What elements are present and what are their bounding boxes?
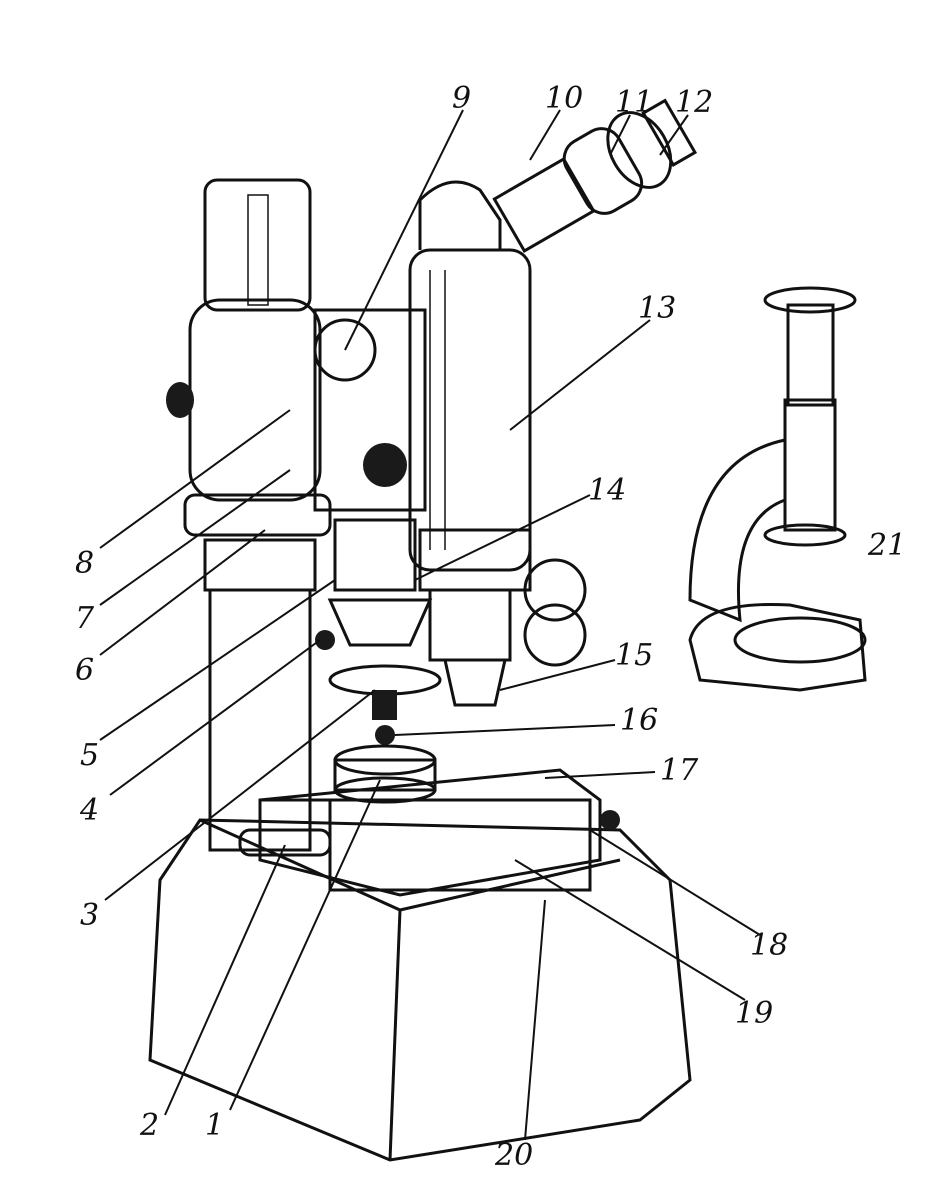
- callout-8: 8: [75, 546, 94, 581]
- callout-16: 16: [620, 703, 658, 738]
- callout-21: 21: [867, 528, 906, 563]
- callout-7: 7: [75, 601, 95, 636]
- callout-20: 20: [494, 1138, 533, 1173]
- callout-19: 19: [735, 996, 773, 1031]
- illuminator: [315, 518, 442, 745]
- callout-3: 3: [80, 898, 99, 933]
- callout-5: 5: [80, 738, 99, 773]
- callout-4: 4: [79, 793, 99, 828]
- callout-18: 18: [750, 928, 788, 963]
- callout-14: 14: [588, 473, 626, 508]
- callout-2: 1: [205, 1108, 224, 1143]
- callout-9: 9: [452, 81, 471, 116]
- callout-1: 2: [139, 1108, 159, 1143]
- aux-stand: [688, 286, 867, 692]
- callout-6: 6: [75, 653, 94, 688]
- optical-tube: [408, 98, 698, 707]
- callout-12: 12: [675, 85, 713, 120]
- callout-10: 10: [545, 81, 583, 116]
- callout-13: 13: [638, 291, 676, 326]
- leader-lines: [99, 109, 761, 1141]
- stage: [238, 744, 620, 897]
- callout-11: 11: [615, 85, 653, 120]
- callout-labels: 2 1 3 4 5 6 7 8 9 10 11 12 13 14 15 16 1…: [75, 81, 906, 1173]
- callout-15: 15: [615, 638, 653, 673]
- arm-housing: [166, 178, 427, 592]
- callout-17: 17: [660, 753, 699, 788]
